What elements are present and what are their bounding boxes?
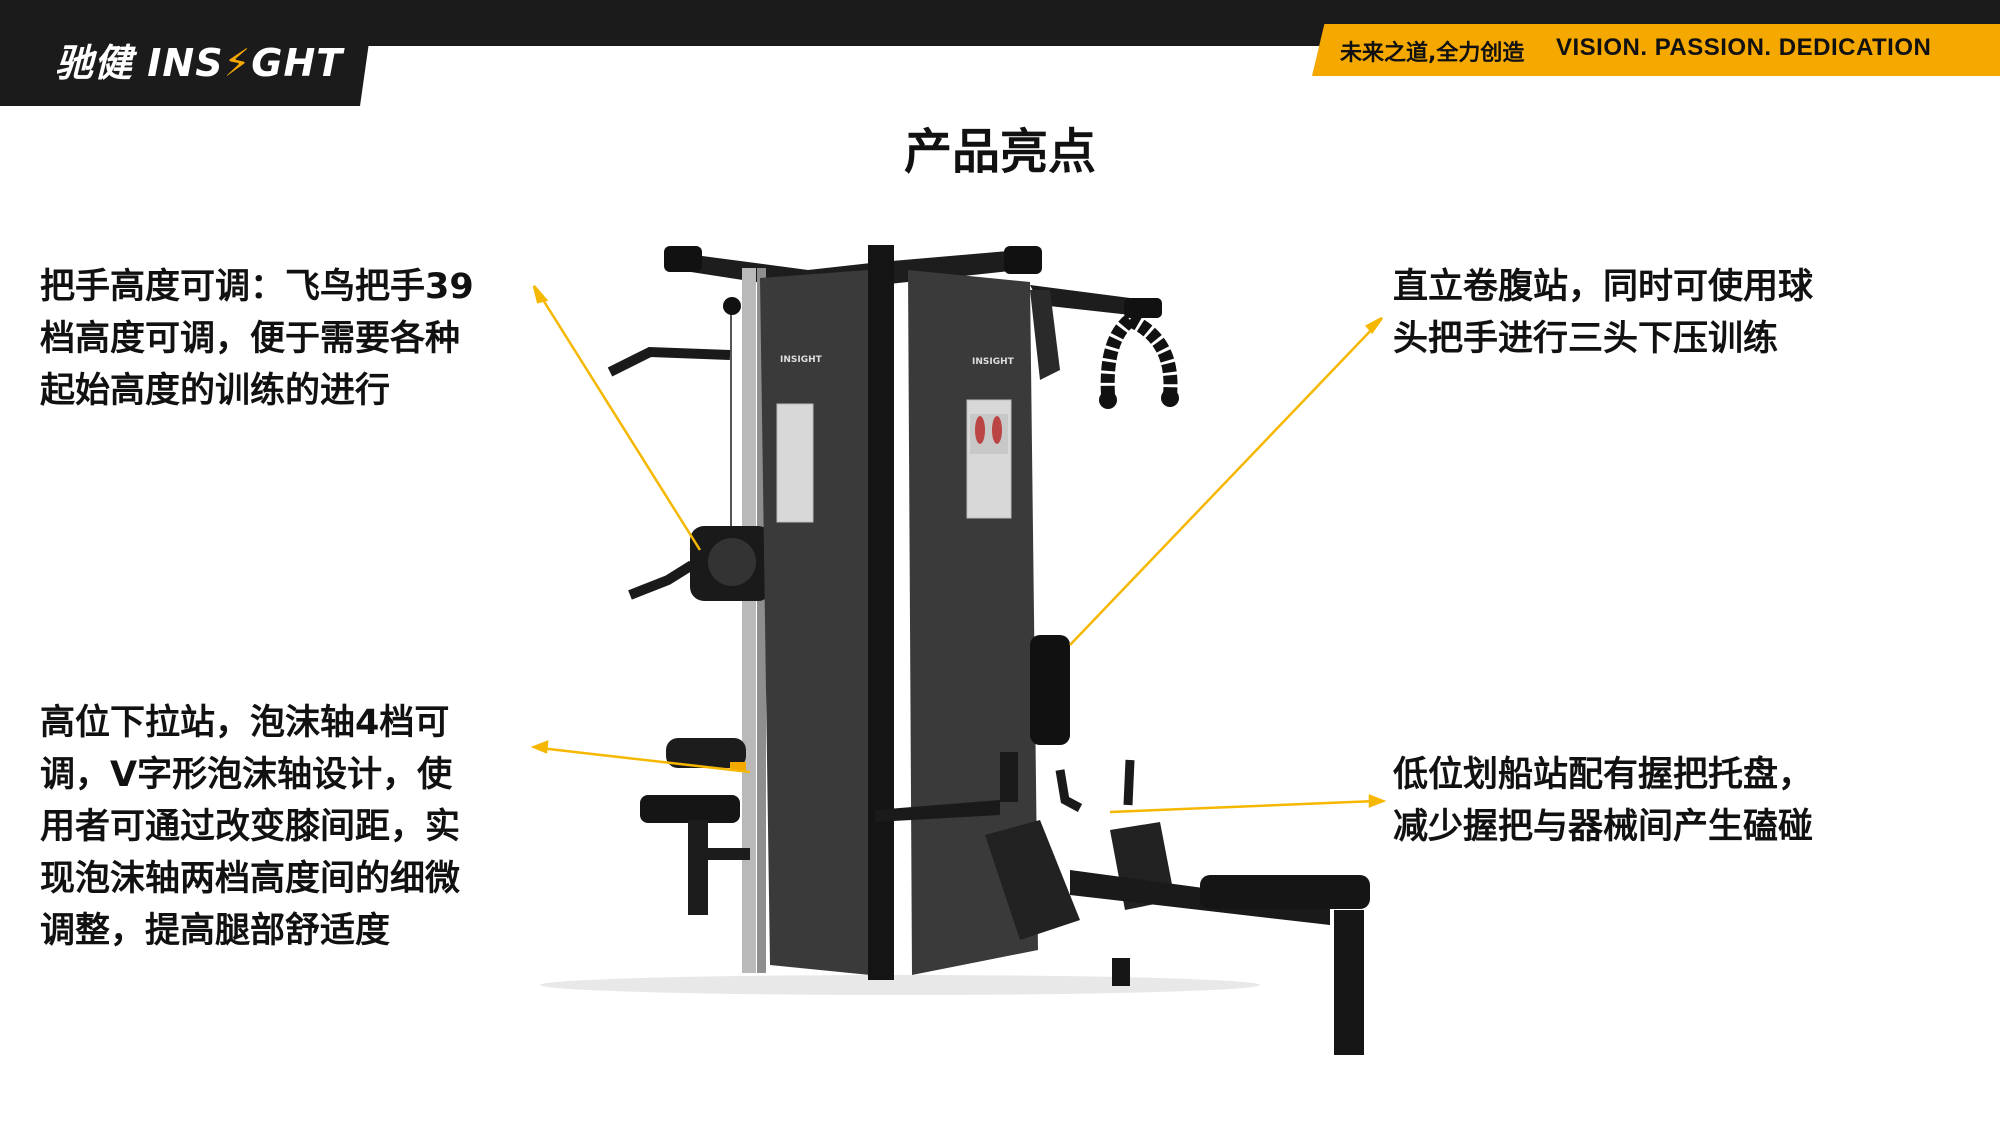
callout-line: 现泡沫轴两档高度间的细微 <box>40 859 461 899</box>
tagline-banner <box>1312 24 2000 76</box>
brand-logo[interactable]: 驰健 INS⚡GHT <box>55 32 343 87</box>
callout-line: 高位下拉站，泡沫轴4档可 <box>40 703 450 743</box>
logo-panel <box>0 0 375 106</box>
callout-line: 直立卷腹站，同时可使用球 <box>1393 267 1814 307</box>
callout-line: 档高度可调，便于需要各种 <box>40 319 461 359</box>
callout-line: 用者可通过改变膝间距，实 <box>40 807 461 847</box>
callout-line: 调整，提高腿部舒适度 <box>40 911 391 951</box>
logo-en-prefix: INS <box>147 41 224 85</box>
logo-en-suffix: GHT <box>251 41 344 85</box>
machine-label-left: INSIGHT <box>780 355 823 365</box>
machine-label-right: INSIGHT <box>972 357 1015 367</box>
callout-low-row: 低位划船站配有握把托盘， 减少握把与器械间产生磕碰 <box>1393 749 1813 853</box>
callout-line: 调，V字形泡沫轴设计，使 <box>40 755 453 795</box>
callout-lat-pulldown: 高位下拉站，泡沫轴4档可 调，V字形泡沫轴设计，使 用者可通过改变膝间距，实 现… <box>40 697 460 957</box>
tagline-en: VISION. PASSION. DEDICATION <box>1556 34 1932 61</box>
logo-cn: 驰健 <box>55 41 134 85</box>
lightning-bolt-icon: ⚡ <box>223 41 252 85</box>
callout-line: 把手高度可调：飞鸟把手39 <box>40 267 474 307</box>
callout-line: 减少握把与器械间产生磕碰 <box>1393 807 1814 847</box>
callout-line: 起始高度的训练的进行 <box>40 371 391 411</box>
tagline-cn: 未来之道,全力创造 <box>1340 41 1525 66</box>
callout-line: 头把手进行三头下压训练 <box>1393 319 1779 359</box>
page-title: 产品亮点 <box>903 124 1096 180</box>
callout-handle-height: 把手高度可调：飞鸟把手39 档高度可调，便于需要各种 起始高度的训练的进行 <box>40 261 474 417</box>
callout-line: 低位划船站配有握把托盘， <box>1393 755 1814 795</box>
callout-crunch-station: 直立卷腹站，同时可使用球 头把手进行三头下压训练 <box>1393 261 1813 365</box>
